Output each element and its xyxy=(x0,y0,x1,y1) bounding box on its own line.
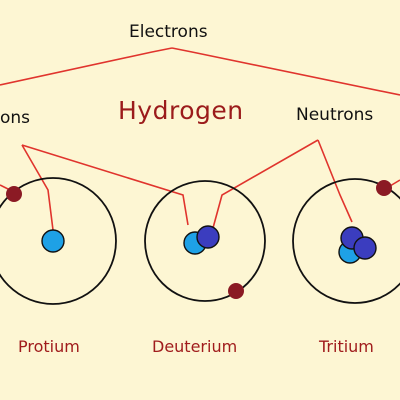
electrons-right-connector xyxy=(171,47,400,96)
deuterium-electron xyxy=(228,283,244,299)
tritium-neutron-front xyxy=(353,236,377,260)
deuterium-orbit xyxy=(144,180,266,302)
electrons-label: Electrons xyxy=(129,22,208,42)
protium-label: Protium xyxy=(18,337,80,356)
deuterium-label: Deuterium xyxy=(152,337,238,356)
tritium-orbit xyxy=(292,178,400,304)
protium-orbit xyxy=(0,177,117,305)
neutrons-to-tritium-connector xyxy=(317,139,353,223)
tritium-atom xyxy=(292,178,400,304)
protium-proton xyxy=(41,229,65,253)
electrons-left-connector xyxy=(0,47,173,86)
electrons-to-deuterium-electron xyxy=(389,179,400,187)
neutrons-to-deuterium-connector xyxy=(212,139,319,229)
protons-to-deuterium-connector xyxy=(21,144,189,226)
tritium-electron xyxy=(376,180,392,196)
tritium-label: Tritium xyxy=(319,337,374,356)
neutrons-label: Neutrons xyxy=(296,105,374,125)
deuterium-atom xyxy=(144,180,266,302)
deuterium-neutron xyxy=(196,225,220,249)
diagram-title: Hydrogen xyxy=(118,96,244,125)
protons-label: ons xyxy=(0,108,31,128)
protium-electron xyxy=(6,186,22,202)
protium-atom xyxy=(0,177,117,305)
protons-to-protium-connector xyxy=(21,144,54,231)
connector-lines xyxy=(0,47,400,231)
